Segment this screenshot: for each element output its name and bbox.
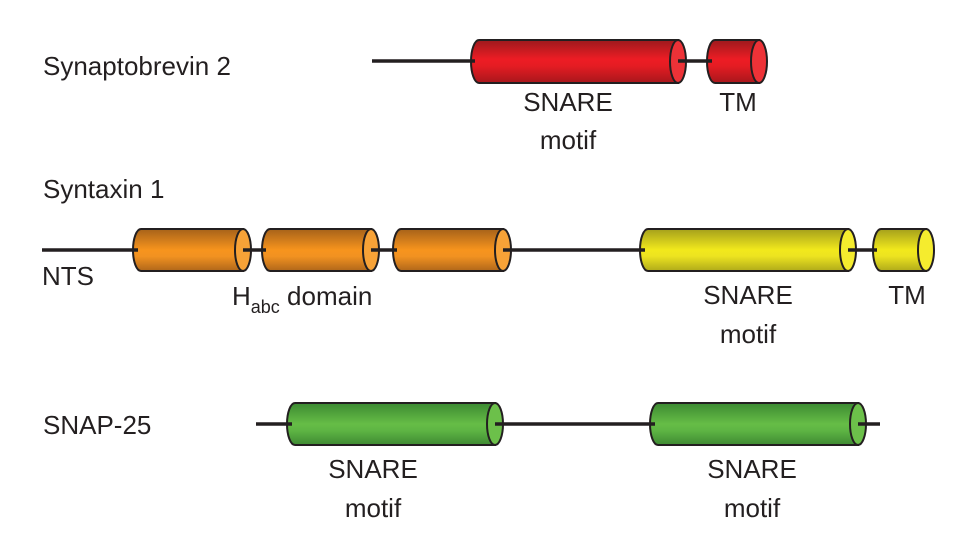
helix-body — [132, 228, 244, 272]
domain-label: motif — [540, 125, 597, 155]
helix-body — [392, 228, 504, 272]
domain-label: motif — [720, 319, 777, 349]
domain-label: TM — [719, 87, 757, 117]
domain-label: SNARE — [523, 87, 613, 117]
nts-label: NTS — [42, 261, 94, 291]
domain-label: SNARE — [328, 454, 418, 484]
protein-syntaxin-1: Syntaxin 1 NTS Habc domain SNARE motif TM — [42, 174, 935, 349]
habc-domain-label: Habc domain — [232, 281, 372, 317]
helix-body — [470, 39, 679, 84]
protein-name-synaptobrevin: Synaptobrevin 2 — [43, 51, 231, 81]
protein-name-syntaxin: Syntaxin 1 — [43, 174, 164, 204]
helix-body — [872, 228, 927, 272]
protein-synaptobrevin-2: Synaptobrevin 2 SNARE motif TM — [43, 39, 768, 155]
helix-body — [261, 228, 372, 272]
domain-label: motif — [724, 493, 781, 523]
helix-body — [706, 39, 760, 84]
helix-body — [649, 402, 859, 446]
helix-end-cap — [917, 228, 935, 272]
tm-helix — [706, 39, 768, 84]
snare-motif-helix-1 — [286, 402, 504, 446]
domain-label: SNARE — [703, 280, 793, 310]
domain-label: TM — [888, 280, 926, 310]
snare-motif-helix-2 — [649, 402, 867, 446]
habc-helix-c — [392, 228, 512, 272]
snare-motif-helix — [639, 228, 857, 272]
snare-motif-helix — [470, 39, 687, 84]
domain-label: SNARE — [707, 454, 797, 484]
habc-helix-b — [261, 228, 380, 272]
domain-label: motif — [345, 493, 402, 523]
helix-body — [639, 228, 849, 272]
helix-body — [286, 402, 496, 446]
protein-name-snap25: SNAP-25 — [43, 410, 151, 440]
helix-end-cap — [750, 39, 768, 84]
tm-helix — [872, 228, 935, 272]
habc-helix-a — [132, 228, 252, 272]
